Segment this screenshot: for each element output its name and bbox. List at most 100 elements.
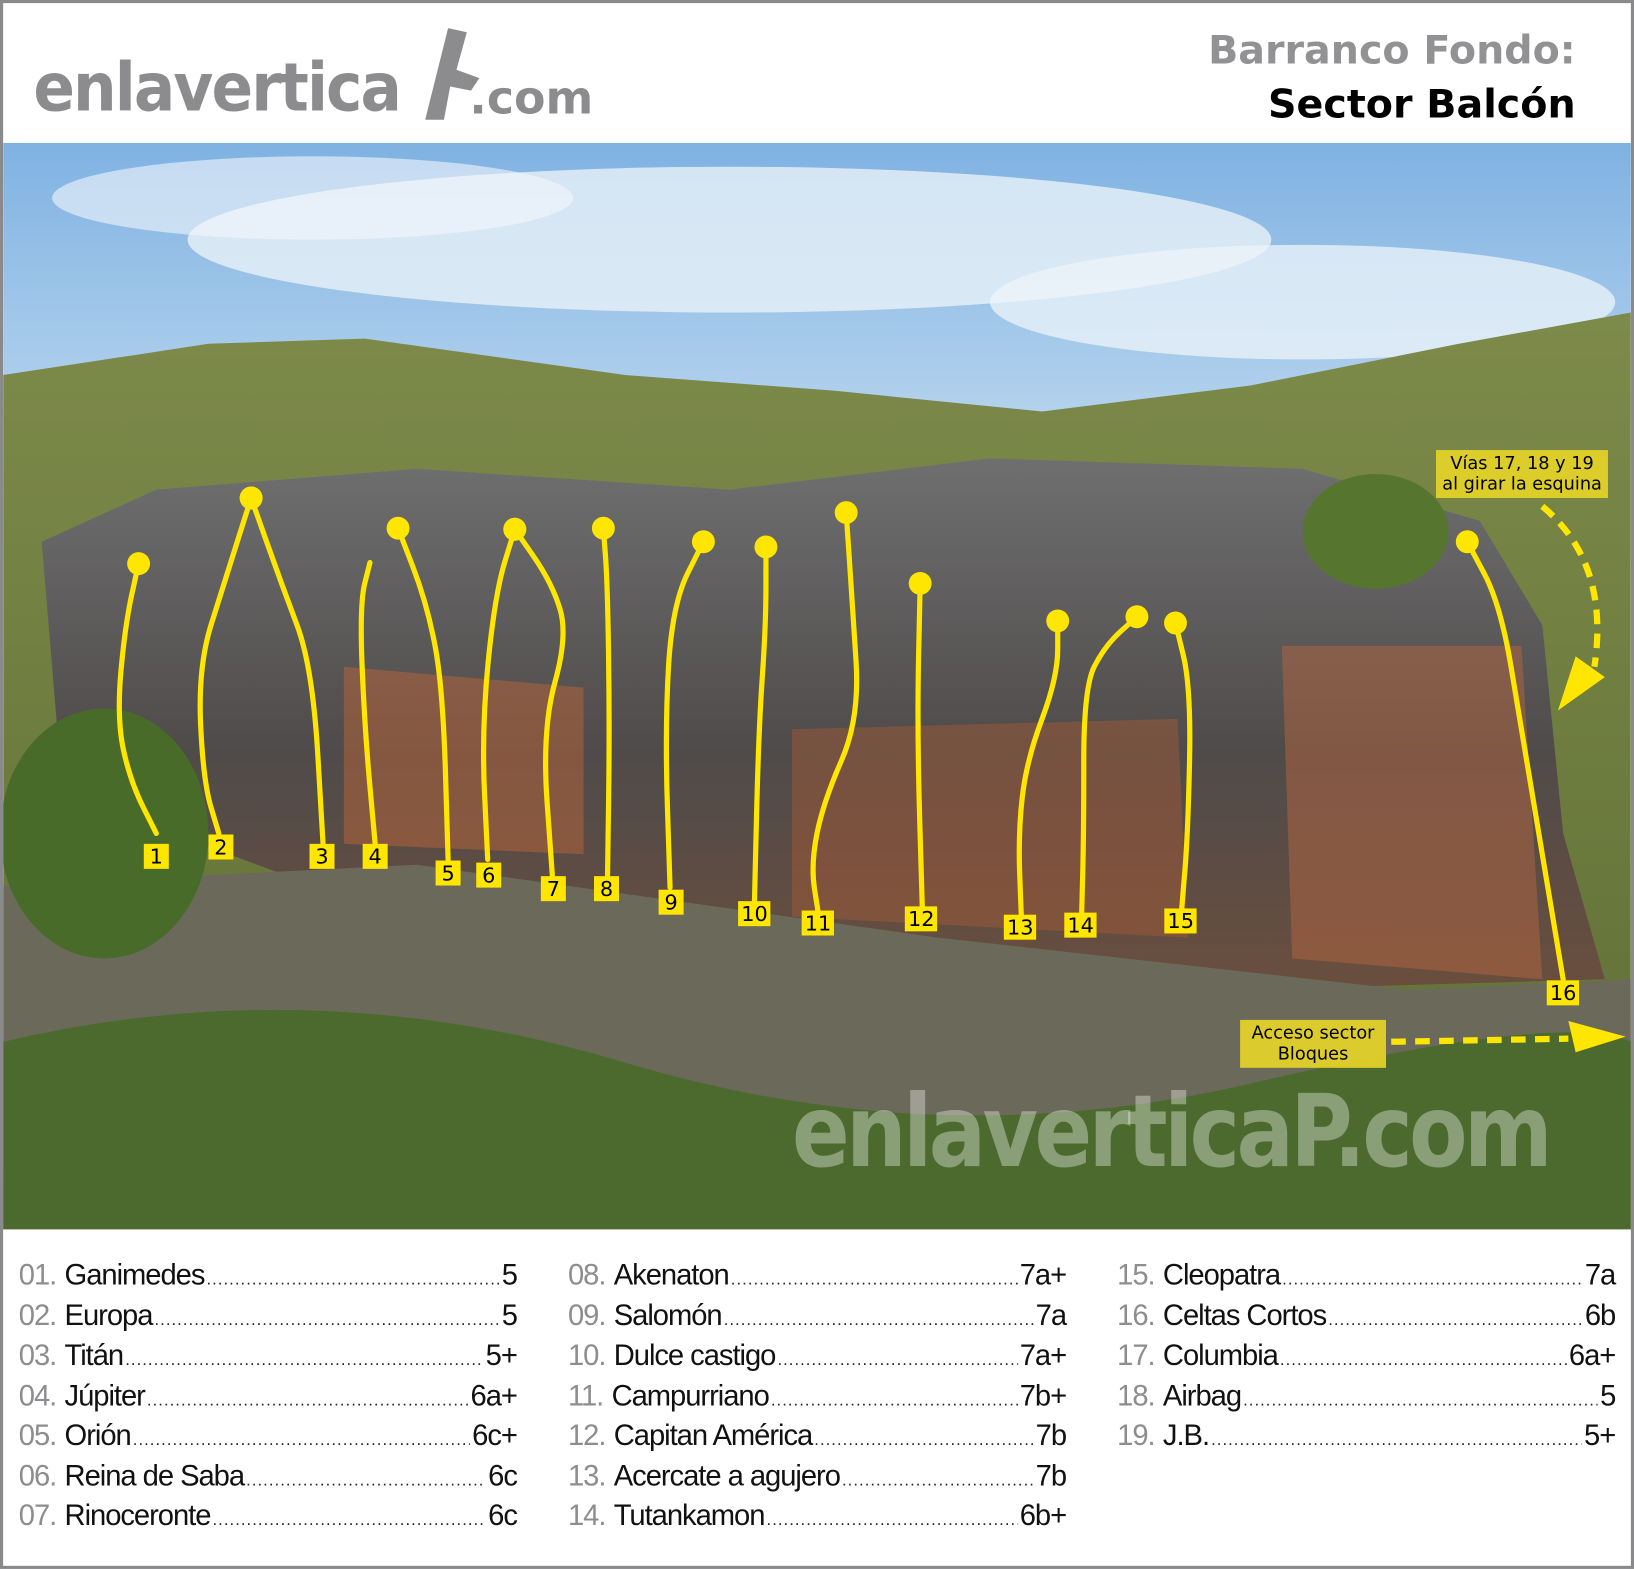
route-name: Rinoceronte xyxy=(64,1499,212,1532)
route-name: Acercate a agujero xyxy=(613,1459,841,1492)
route-number: 08. xyxy=(567,1258,606,1291)
route-grade: 7a+ xyxy=(1019,1338,1067,1372)
route-grade: 7a+ xyxy=(1019,1258,1067,1291)
route-grade: 5 xyxy=(501,1258,518,1291)
route-grade: 6b xyxy=(1584,1298,1616,1331)
route-grade: 5+ xyxy=(1584,1418,1616,1452)
route-grade: 6a+ xyxy=(1568,1338,1616,1372)
logo-domain: .com xyxy=(469,71,594,126)
dot-leader xyxy=(842,1472,1034,1491)
legend-route-row: 08.Akenaton7a+ xyxy=(567,1258,1067,1298)
route-grade: 7b xyxy=(1035,1418,1067,1452)
legend-route-row: 15.Cleopatra7a xyxy=(1117,1258,1616,1298)
route-grade: 6c xyxy=(488,1459,518,1492)
dot-leader xyxy=(213,1512,487,1531)
legend-route-row: 19.J.B. 5+ xyxy=(1117,1418,1616,1459)
route-line xyxy=(1172,620,1193,912)
dot-leader xyxy=(147,1391,469,1410)
route-line xyxy=(663,539,707,891)
watermark: enlaverticaP.com xyxy=(791,1073,1553,1190)
route-name: Tutankamon xyxy=(613,1499,766,1532)
route-lines xyxy=(116,486,1566,982)
route-number-label: 2 xyxy=(208,834,234,860)
route-grade: 7b xyxy=(1035,1459,1067,1492)
legend-route-row: 01.Ganimedes 5 xyxy=(18,1258,518,1298)
route-grade: 6c xyxy=(488,1499,518,1532)
route-number: 06. xyxy=(18,1459,57,1492)
route-number: 12. xyxy=(567,1418,606,1452)
crag-illustration xyxy=(3,142,1631,1230)
legend-column-3: 15.Cleopatra7a16.Celtas Cortos6b17.Colum… xyxy=(1117,1258,1616,1459)
route-number: 14. xyxy=(567,1499,606,1532)
route-name: Cleopatra xyxy=(1162,1258,1281,1291)
route-grade: 6a+ xyxy=(470,1378,518,1412)
route-name: Airbag xyxy=(1162,1378,1242,1412)
route-number: 01. xyxy=(18,1258,57,1291)
callout-line: Bloques xyxy=(1277,1043,1349,1065)
legend-route-row: 16.Celtas Cortos6b xyxy=(1117,1298,1616,1339)
legend-route-row: 18.Airbag5 xyxy=(1117,1378,1616,1419)
area-name: Barranco Fondo: xyxy=(1208,27,1576,73)
route-number: 11. xyxy=(567,1378,604,1412)
route-grade: 7b+ xyxy=(1019,1378,1067,1412)
dot-leader xyxy=(1282,1271,1583,1290)
route-number-label: 9 xyxy=(658,889,684,915)
route-line xyxy=(512,526,566,878)
climber-logo-icon xyxy=(425,28,480,120)
legend-route-row: 05.Orión6c+ xyxy=(19,1418,518,1459)
route-number-label: 5 xyxy=(435,860,461,886)
dot-leader xyxy=(724,1311,1034,1330)
route-line xyxy=(248,495,326,847)
dot-leader xyxy=(154,1311,499,1330)
dot-leader xyxy=(777,1351,1017,1370)
route-line xyxy=(358,559,378,847)
dot-leader xyxy=(1211,1431,1582,1450)
arrow-right-icon xyxy=(1568,1020,1626,1053)
route-name: Orión xyxy=(64,1418,132,1452)
route-anchor-dot xyxy=(591,516,615,540)
route-anchor-dot xyxy=(239,486,263,510)
legend-route-row: 03.Titán5+ xyxy=(18,1338,518,1379)
legend-route-row: 10.Dulce castigo7a+ xyxy=(568,1338,1067,1379)
dot-leader xyxy=(767,1512,1018,1531)
route-anchor-dot xyxy=(503,517,527,541)
route-line xyxy=(1079,614,1140,916)
route-number-label: 10 xyxy=(738,901,771,927)
dot-leader xyxy=(814,1431,1033,1450)
dot-leader xyxy=(771,1391,1018,1410)
dot-leader xyxy=(731,1271,1018,1290)
route-name: Capitan América xyxy=(613,1418,813,1452)
route-anchor-dot xyxy=(127,552,151,576)
route-grade: 7a xyxy=(1035,1298,1067,1331)
vegetation xyxy=(3,1009,1631,1230)
page-title: Barranco Fondo: Sector Balcón xyxy=(1208,25,1576,133)
route-name: J.B. xyxy=(1162,1418,1210,1452)
route-number-label: 6 xyxy=(476,862,502,888)
route-anchor-dot xyxy=(908,571,932,595)
legend-route-row: 14.Tutankamon6b+ xyxy=(567,1499,1067,1539)
legend-route-row: 12.Capitan América 7b xyxy=(567,1418,1067,1459)
route-anchor-dot xyxy=(1046,609,1070,633)
route-name: Campurriano xyxy=(611,1378,770,1412)
route-number: 18. xyxy=(1117,1378,1155,1412)
route-number: 07. xyxy=(18,1499,57,1532)
route-number: 16. xyxy=(1117,1298,1155,1331)
route-grade: 5 xyxy=(501,1298,518,1331)
dot-leader xyxy=(1328,1311,1583,1330)
route-number: 03. xyxy=(18,1338,57,1372)
legend-column-2: 08.Akenaton7a+09.Salomón 7a 10.Dulce casti… xyxy=(567,1258,1067,1539)
route-anchor-dot xyxy=(386,516,410,540)
route-number-label: 7 xyxy=(540,876,566,902)
route-anchor-dot xyxy=(754,535,778,559)
legend-route-row: 06.Reina de Saba6c xyxy=(18,1459,518,1499)
route-number: 09. xyxy=(567,1298,606,1331)
route-number-label: 11 xyxy=(801,910,835,936)
route-name: Salomón xyxy=(613,1298,723,1331)
site-logo[interactable]: enlavertica .com xyxy=(33,23,593,122)
route-anchor-dot xyxy=(1455,530,1479,554)
route-number: 19. xyxy=(1117,1418,1155,1452)
legend-route-row: 07.Rinoceronte 6c xyxy=(18,1499,518,1539)
route-name: Ganimedes xyxy=(64,1258,206,1291)
dot-leader xyxy=(1243,1391,1598,1410)
route-line xyxy=(1464,539,1566,982)
